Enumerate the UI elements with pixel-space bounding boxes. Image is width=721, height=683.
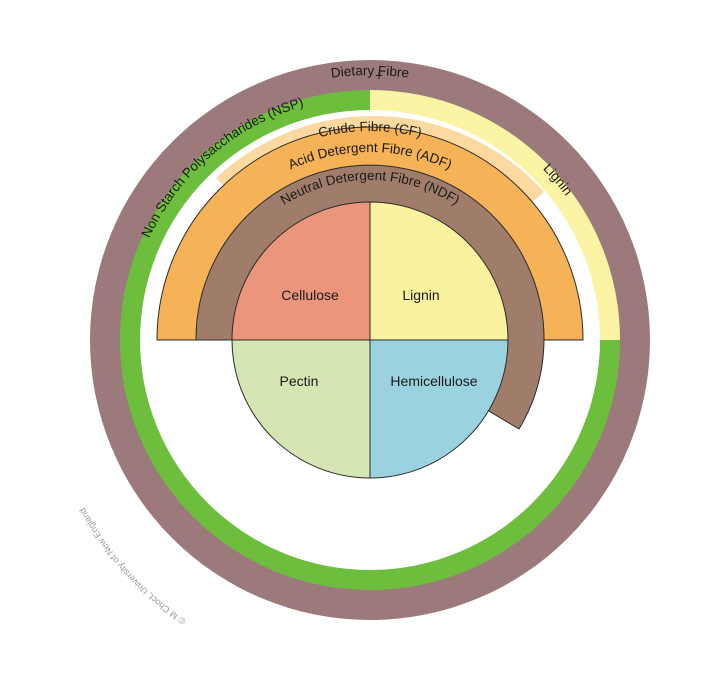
- hemicellulose-label: Hemicellulose: [390, 373, 477, 389]
- hemicellulose-quadrant: [369, 339, 509, 479]
- lignin-quadrant: [369, 201, 509, 341]
- cellulose-label: Cellulose: [281, 287, 339, 303]
- dietary-fibre-label: Dietary Fibre: [330, 63, 410, 81]
- crude-fibre-label: Crude Fibre (CF): [317, 119, 423, 140]
- lignin-label: Lignin: [402, 287, 439, 303]
- pectin-label: Pectin: [280, 373, 319, 389]
- pectin-quadrant: [231, 339, 371, 479]
- plus-sign: +: [375, 68, 383, 83]
- cellulose-quadrant: [231, 201, 371, 341]
